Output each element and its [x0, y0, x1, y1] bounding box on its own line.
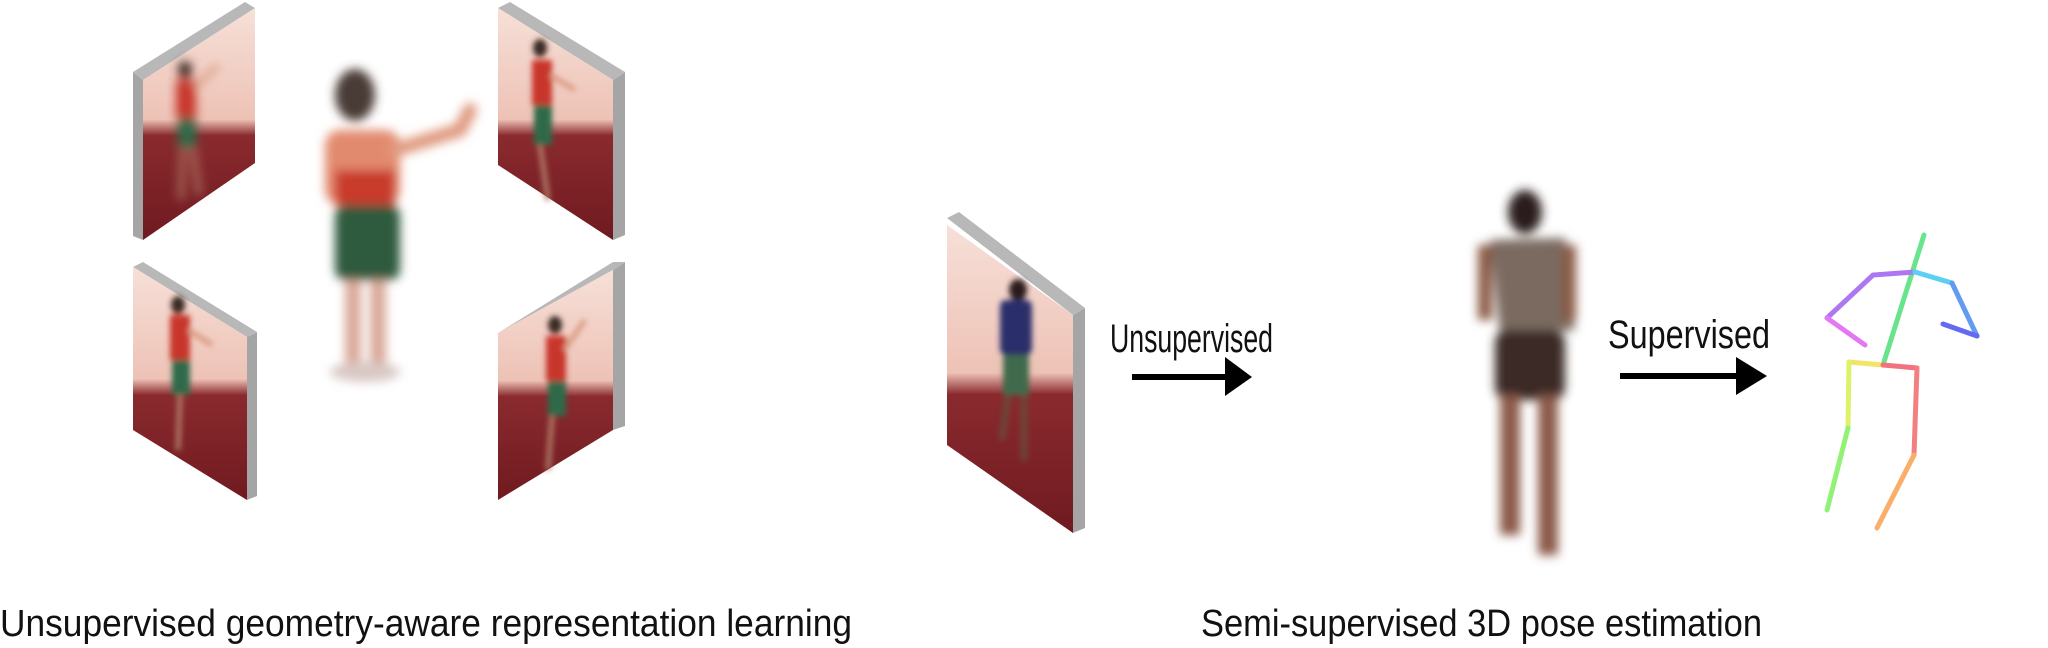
- pose-skeleton: [1824, 232, 1980, 531]
- reconstructed-person-image: [1478, 190, 1576, 555]
- skeleton-right-forearm: [1940, 321, 1980, 339]
- skeleton-left-thigh: [1845, 359, 1852, 431]
- unsupervised-label: Unsupervised: [1110, 317, 1273, 361]
- supervised-label: Supervised: [1608, 313, 1770, 357]
- input-image-panel: [947, 212, 1085, 533]
- supervised-arrow: Supervised: [1608, 313, 1770, 395]
- skeleton-right-arm: [1949, 280, 1980, 339]
- skeleton-right-shoulder: [1912, 269, 1955, 286]
- skeleton-right-thigh: [1911, 365, 1920, 458]
- camera-view-panel: [133, 2, 255, 240]
- right-caption: Semi-supervised 3D pose estimation: [1201, 603, 1762, 645]
- skeleton-spine: [1880, 232, 1927, 368]
- camera-view-panel: [133, 262, 257, 500]
- camera-view-panel: [498, 2, 625, 240]
- skeleton-left-shin: [1824, 425, 1851, 513]
- skeleton-left-hip: [1846, 359, 1886, 368]
- camera-view-panel: [498, 262, 625, 500]
- synthesized-person-image: [325, 69, 477, 382]
- skeleton-right-shin: [1874, 452, 1917, 531]
- unsupervised-arrow: Unsupervised: [1110, 317, 1273, 396]
- skeleton-left-arm: [1824, 269, 1918, 321]
- left-caption: Unsupervised geometry-aware representati…: [0, 603, 852, 645]
- skeleton-left-forearm: [1824, 315, 1868, 348]
- skeleton-right-hip: [1880, 362, 1920, 371]
- arrow-head-icon: [1225, 357, 1252, 396]
- arrow-head-icon: [1736, 357, 1767, 395]
